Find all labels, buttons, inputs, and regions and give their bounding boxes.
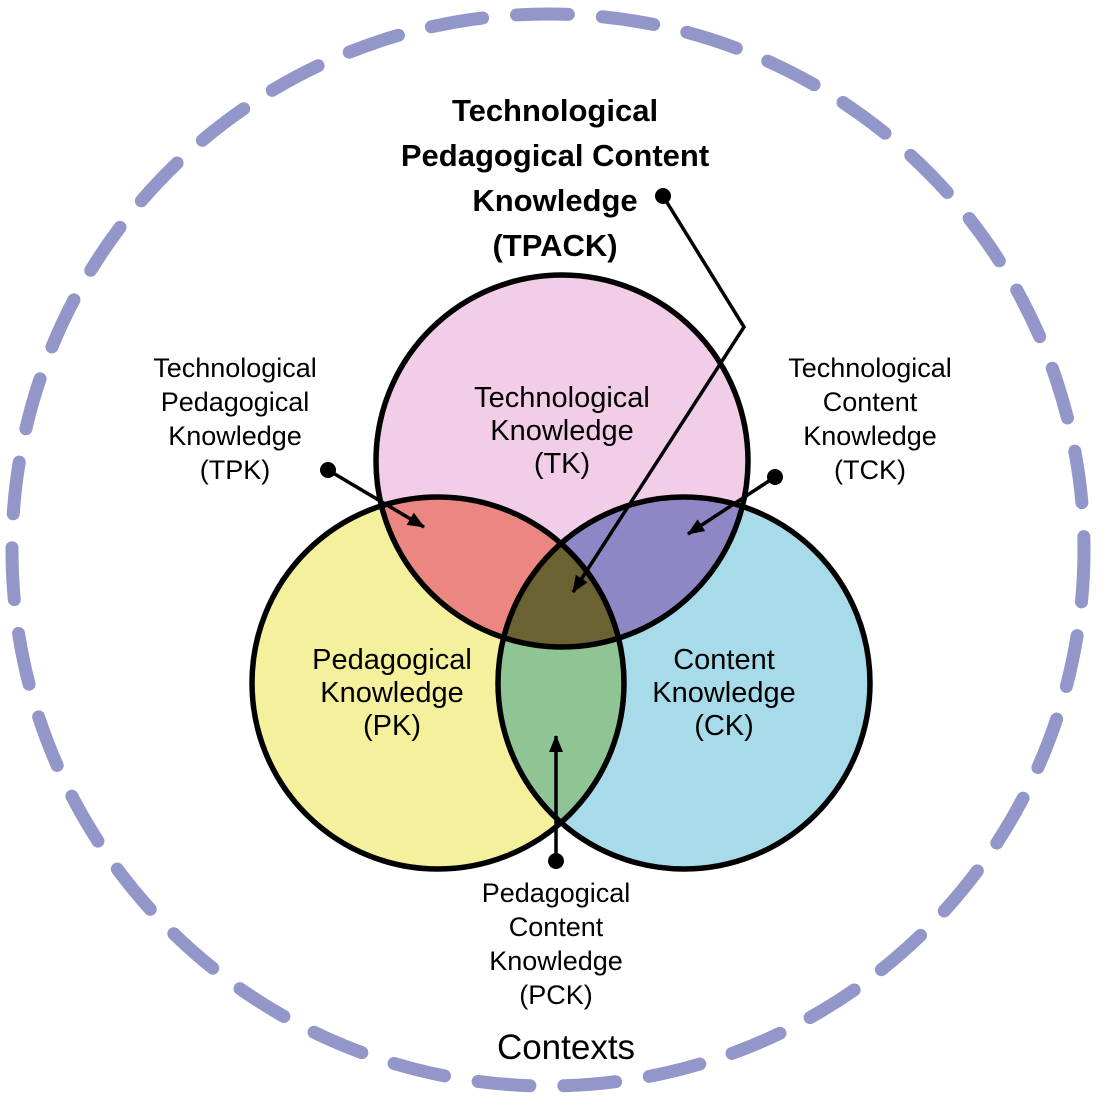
contexts-label: Contexts [496,1028,636,1067]
tk-circle-outline [373,272,751,650]
tpack-title: Technological Pedagogical Content Knowle… [400,93,710,263]
annotation-lines [327,195,776,861]
tck-dot [767,469,783,485]
pk-label: Pedagogical Knowledge (PK) [312,644,472,742]
tpack-leader-arrow [571,195,747,593]
pk-circle-outline [249,494,627,872]
pck-label: Pedagogical Content Knowledge (PCK) [481,878,631,1010]
tk-label: Technological Knowledge (TK) [474,382,650,480]
pck-dot [548,853,564,869]
tpk-dot [320,462,336,478]
annotation-dots [320,188,783,869]
contexts-dashed-circle [5,7,1091,1093]
tpk-leader-arrow [327,468,425,529]
tpack-dot [655,188,671,204]
ck-circle-outline [495,494,873,872]
tck-label: Technological Content Knowledge (TCK) [788,353,952,485]
tck-leader-arrow [687,475,776,536]
tpk-label: Technological Pedagogical Knowledge (TPK… [153,353,317,485]
ck-label: Content Knowledge (CK) [652,644,796,742]
